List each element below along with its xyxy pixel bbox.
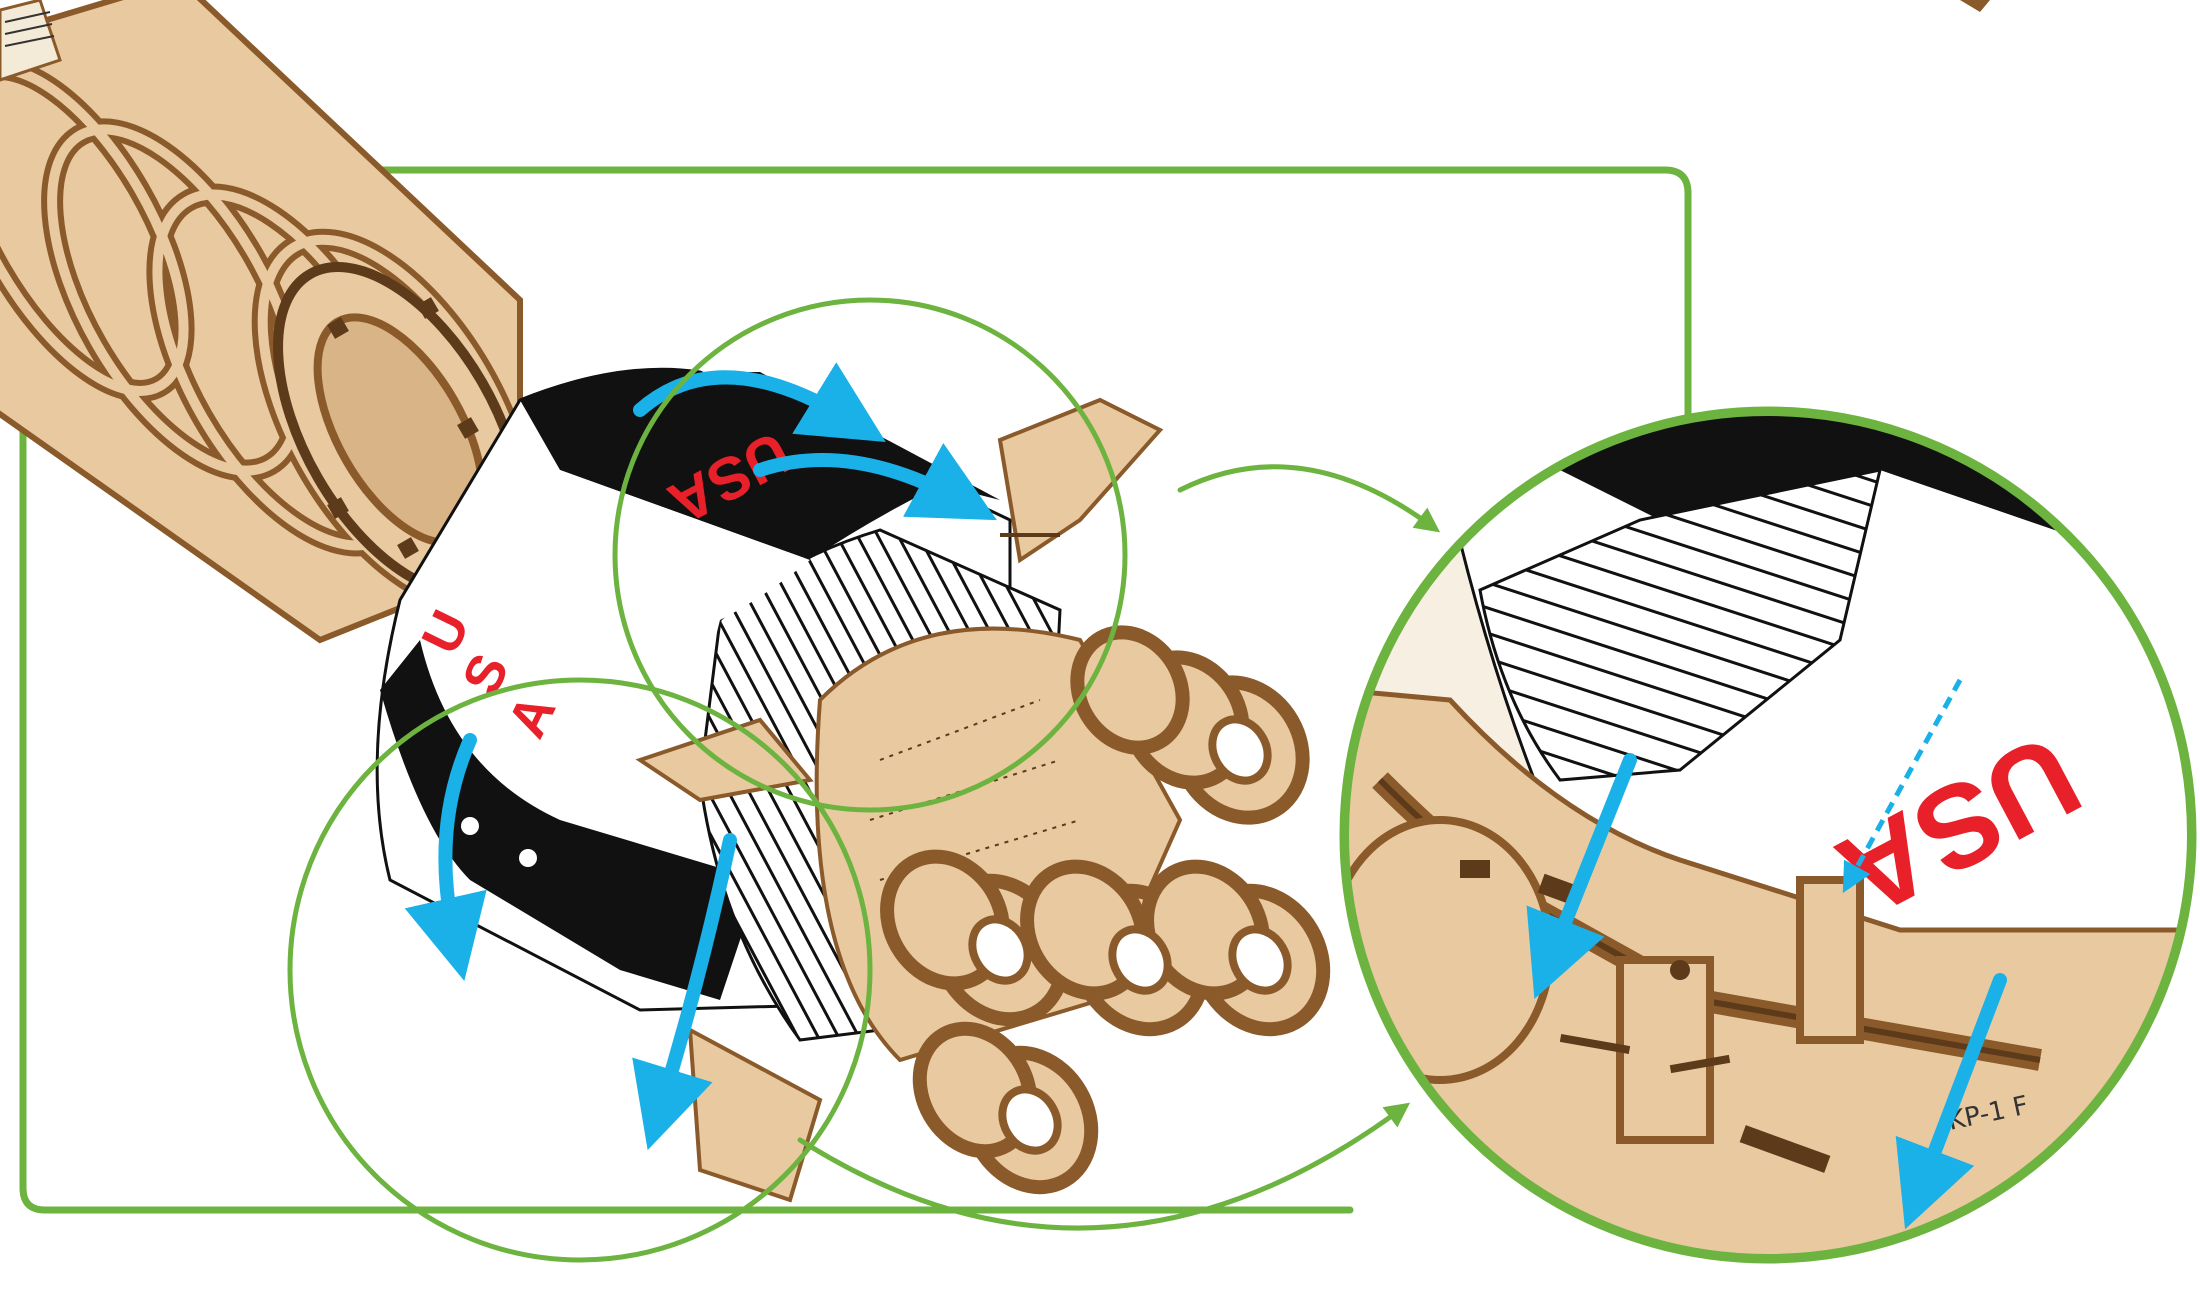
hole-dot xyxy=(461,817,479,835)
zoom-detail: USA KP-1 F xyxy=(1330,300,2200,1294)
hole-dot xyxy=(519,849,537,867)
engine-cluster xyxy=(817,613,1348,1210)
fin-bottom xyxy=(690,1030,820,1200)
corner-fragment xyxy=(1960,0,1990,12)
connector-arrow-top xyxy=(1180,467,1430,525)
